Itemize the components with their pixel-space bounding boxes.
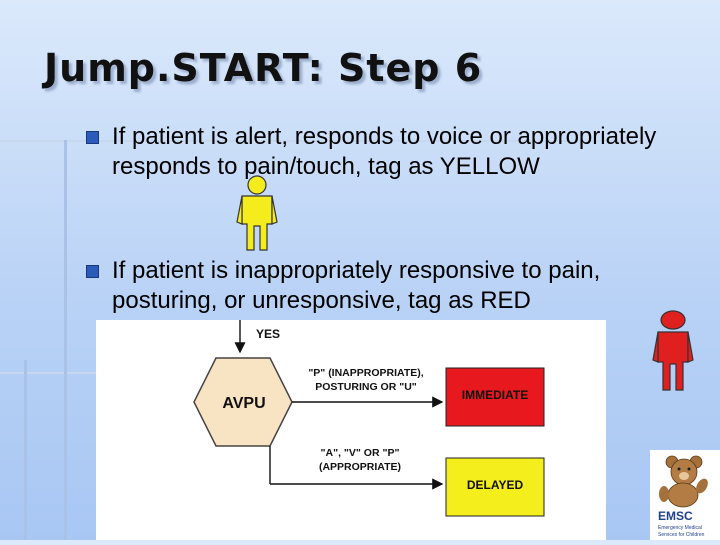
upper-branch-label-2: POSTURING OR "U": [315, 381, 417, 393]
yellow-person-icon: [236, 175, 278, 251]
avpu-node-label: AVPU: [222, 395, 265, 412]
teddy-bear-icon: EMSC Emergency Medical Services for Chil…: [658, 455, 708, 538]
delayed-box: [445, 457, 545, 517]
bullet-marker: [86, 265, 99, 278]
red-person-icon: [652, 310, 694, 391]
bullet-marker: [86, 131, 99, 144]
logo-text-main: EMSC: [658, 509, 693, 523]
bullet-text: If patient is inappropriately responsive…: [112, 257, 601, 314]
upper-branch-label-1: "P" (INAPPROPRIATE),: [308, 367, 423, 379]
bullet-red: If patient is inappropriately responsive…: [86, 256, 688, 316]
decorative-line: [0, 140, 640, 142]
logo-text-sub-2: Services for Children: [658, 532, 705, 538]
decorative-line: [64, 140, 67, 540]
immediate-box: [445, 367, 545, 427]
decorative-line: [24, 360, 27, 540]
avpu-flow-svg: YES AVPU "P" (INAPPROPRIATE), POSTURING …: [193, 320, 545, 517]
yes-label: YES: [256, 327, 280, 341]
lower-branch-label-2: (APPROPRIATE): [319, 461, 401, 473]
bullet-text: If patient is alert, responds to voice o…: [112, 123, 657, 180]
slide-title: Jump.START: Step 6: [44, 46, 483, 90]
decorative-line: [0, 372, 96, 374]
logo-text-sub-1: Emergency Medical: [658, 525, 702, 531]
immediate-label: IMMEDIATE: [462, 388, 528, 402]
delayed-label: DELAYED: [467, 478, 524, 492]
avpu-flow-diagram: YES AVPU "P" (INAPPROPRIATE), POSTURING …: [96, 320, 606, 540]
lower-branch-label-1: "A", "V" OR "P": [321, 447, 400, 459]
bullet-yellow: If patient is alert, responds to voice o…: [86, 122, 688, 182]
emsc-logo: EMSC Emergency Medical Services for Chil…: [650, 450, 720, 540]
